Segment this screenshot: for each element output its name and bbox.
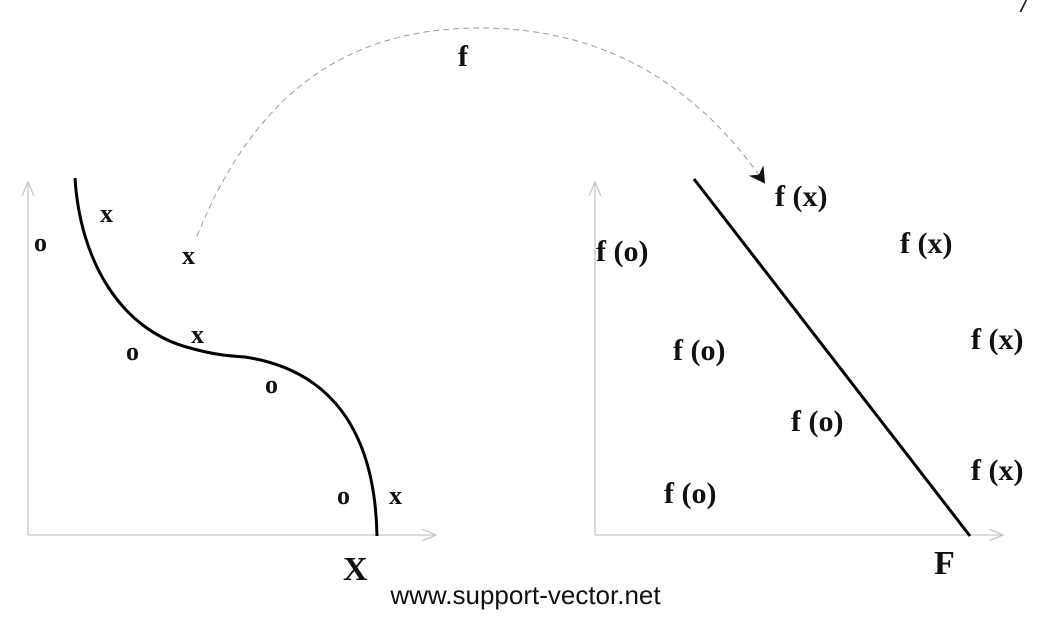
feature-point-fo: f (o) (596, 235, 648, 268)
feature-map-arrow: f (196, 27, 766, 237)
input-point-x: x (389, 481, 402, 510)
input-point-x: x (182, 241, 195, 270)
feature-point-fo: f (o) (664, 477, 716, 510)
footer-url: www.support-vector.net (390, 580, 661, 610)
feature-space-label: F (934, 545, 955, 582)
input-point-o: o (34, 228, 47, 257)
feature-point-fx: f (x) (971, 323, 1023, 356)
feature-point-fo: f (o) (791, 405, 843, 438)
linear-decision-boundary (692, 178, 972, 537)
page-number-fragment: 7 (1016, 0, 1031, 19)
nonlinear-decision-boundary (73, 177, 379, 537)
feature-point-fx: f (x) (900, 227, 952, 260)
input-point-o: o (337, 481, 350, 510)
feature-space-plot: f (x) f (o) f (x) f (o) f (x) f (o) f (o… (595, 178, 1023, 582)
feature-point-fx: f (x) (971, 454, 1023, 487)
input-space-plot: o x x o x o o x X (28, 177, 436, 588)
input-point-x: x (100, 199, 113, 228)
feature-point-fx: f (x) (775, 180, 827, 213)
mapping-label: f (458, 40, 469, 73)
feature-point-fo: f (o) (673, 334, 725, 367)
input-point-x: x (191, 320, 204, 349)
input-point-o: o (265, 370, 278, 399)
input-point-o: o (126, 337, 139, 366)
input-space-label: X (343, 551, 368, 588)
mapping-arc (196, 27, 766, 237)
